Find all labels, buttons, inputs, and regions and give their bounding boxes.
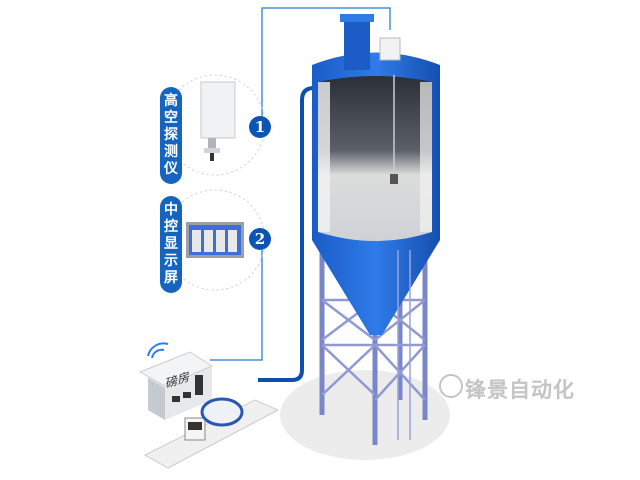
pipe xyxy=(258,86,328,382)
signal-line xyxy=(261,7,391,118)
level-sensor-icon xyxy=(200,81,236,161)
mixer-truck-icon xyxy=(184,397,244,441)
silo-cone xyxy=(312,240,440,335)
watermark-logo-icon xyxy=(439,374,463,398)
silo-top-sensor xyxy=(379,37,401,61)
control-display-icon xyxy=(186,222,244,258)
item-label-control-display: 中控显示屏 xyxy=(160,196,182,293)
item-label-level-sensor: 高空探测仪 xyxy=(160,87,182,184)
silo-vent xyxy=(344,18,370,70)
weighbridge-room xyxy=(138,351,214,420)
silo-cutaway xyxy=(318,76,432,241)
item-number-badge-2: 2 xyxy=(249,228,271,250)
wifi-icon xyxy=(147,342,169,359)
item-number-badge-1: 1 xyxy=(249,116,271,138)
signal-line-2 xyxy=(210,250,263,361)
watermark-logo: 锋景自动化 xyxy=(465,378,575,402)
